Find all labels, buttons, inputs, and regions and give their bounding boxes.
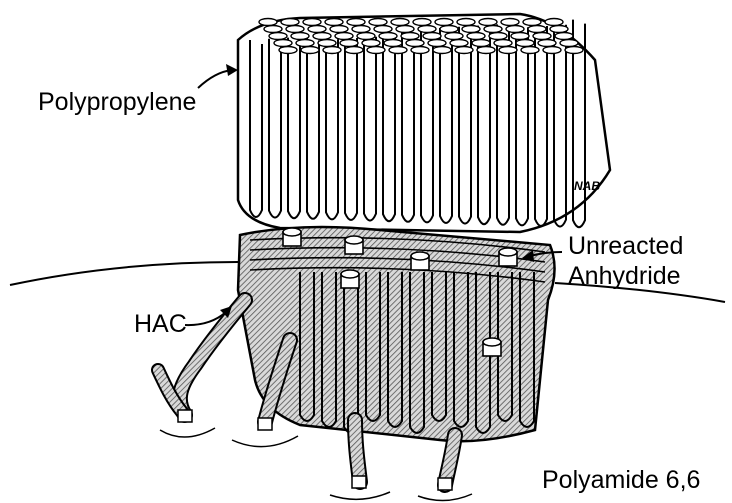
polypropylene-fold-top	[340, 40, 358, 47]
polypropylene-fold-top	[384, 40, 402, 47]
unreacted-label: Unreacted	[568, 232, 683, 260]
polypropylene-fold-top	[489, 33, 507, 40]
polypropylene-fold-top	[274, 40, 292, 47]
polyamide-chain-tail	[355, 420, 360, 482]
polypropylene-fold-top	[413, 19, 431, 26]
anhydride-group	[283, 228, 301, 246]
polypropylene-fold-top	[374, 26, 392, 33]
polypropylene-fold-top	[523, 19, 541, 26]
polypropylene-crystal-block	[238, 14, 610, 232]
polyamide-label: Polyamide 6,6	[542, 466, 700, 494]
polypropylene-fold-top	[477, 47, 495, 54]
polypropylene-fold-top	[308, 26, 326, 33]
polypropylene-fold-top	[303, 19, 321, 26]
anhydride-label: Anhydride	[568, 262, 681, 290]
polypropylene-fold-top	[323, 47, 341, 54]
polypropylene-fold-top	[457, 19, 475, 26]
chain-end-cap	[160, 410, 215, 437]
polypropylene-fold-top	[462, 26, 480, 33]
polypropylene-fold-top	[511, 33, 529, 40]
anhydride-group	[341, 270, 359, 288]
polypropylene-fold-top	[543, 47, 561, 54]
polypropylene-fold-top	[467, 33, 485, 40]
polypropylene-fold-top	[291, 33, 309, 40]
polypropylene-fold-top	[264, 26, 282, 33]
polypropylene-fold-top	[345, 47, 363, 54]
anhydride-group	[483, 338, 501, 356]
polypropylene-fold-top	[335, 33, 353, 40]
polypropylene-fold-top	[450, 40, 468, 47]
hac-label: HAC	[134, 310, 187, 338]
artist-signature: NAB	[574, 179, 600, 193]
polypropylene-fold-top	[401, 33, 419, 40]
polypropylene-fold-top	[533, 33, 551, 40]
polypropylene-fold-top	[330, 26, 348, 33]
polypropylene-fold-top	[538, 40, 556, 47]
polypropylene-fold-top	[494, 40, 512, 47]
anhydride-group	[345, 236, 363, 254]
anhydride-group	[499, 248, 517, 266]
polypropylene-fold-top	[560, 40, 578, 47]
polypropylene-fold-top	[433, 47, 451, 54]
polypropylene-fold-top	[445, 33, 463, 40]
chain-end-cap	[418, 478, 472, 501]
polyamide-crystal-block	[158, 227, 555, 501]
polypropylene-fold-top	[501, 19, 519, 26]
polypropylene-fold-top	[352, 26, 370, 33]
polypropylene-fold-top	[357, 33, 375, 40]
polypropylene-fold-top	[418, 26, 436, 33]
polypropylene-fold-top	[506, 26, 524, 33]
polyamide-chain-tail	[180, 300, 245, 415]
polypropylene-fold-top	[389, 47, 407, 54]
polypropylene-fold-top	[396, 26, 414, 33]
polypropylene-fold-top	[347, 19, 365, 26]
polypropylene-fold-top	[379, 33, 397, 40]
polypropylene-fold-top	[286, 26, 304, 33]
interface-line	[10, 262, 238, 285]
polypropylene-fold-top	[545, 19, 563, 26]
polypropylene-fold-top	[269, 33, 287, 40]
polypropylene-fold-top	[391, 19, 409, 26]
polypropylene-fold-top	[318, 40, 336, 47]
polypropylene-fold-top	[565, 47, 583, 54]
polypropylene-fold-top	[406, 40, 424, 47]
polypropylene-fold-top	[423, 33, 441, 40]
polypropylene-fold-top	[428, 40, 446, 47]
anhydride-group	[411, 252, 429, 270]
chain-end-cap	[232, 418, 298, 447]
polypropylene-fold-top	[435, 19, 453, 26]
polypropylene-fold-top	[313, 33, 331, 40]
polypropylene-fold-top	[296, 40, 314, 47]
polypropylene-fold-top	[281, 19, 299, 26]
polypropylene-fold-top	[516, 40, 534, 47]
polypropylene-fold-top	[472, 40, 490, 47]
chain-end-cap	[330, 476, 390, 499]
polypropylene-fold-top	[367, 47, 385, 54]
polypropylene-fold-top	[411, 47, 429, 54]
polypropylene-fold-top	[528, 26, 546, 33]
polypropylene-fold-top	[369, 19, 387, 26]
polypropylene-fold-top	[325, 19, 343, 26]
polypropylene-fold-top	[499, 47, 517, 54]
polypropylene-fold-top	[550, 26, 568, 33]
polypropylene-fold-top	[479, 19, 497, 26]
polypropylene-fold-top	[521, 47, 539, 54]
polypropylene-fold-top	[362, 40, 380, 47]
polypropylene-fold-top	[440, 26, 458, 33]
polypropylene-fold-top	[259, 19, 277, 26]
polypropylene-fold-top	[555, 33, 573, 40]
polypropylene-arrow	[198, 70, 232, 88]
arrow-head	[226, 64, 238, 76]
polypropylene-fold-top	[484, 26, 502, 33]
polypropylene-label: Polypropylene	[38, 88, 196, 116]
polypropylene-fold-top	[279, 47, 297, 54]
polypropylene-fold-top	[455, 47, 473, 54]
polypropylene-fold-top	[301, 47, 319, 54]
